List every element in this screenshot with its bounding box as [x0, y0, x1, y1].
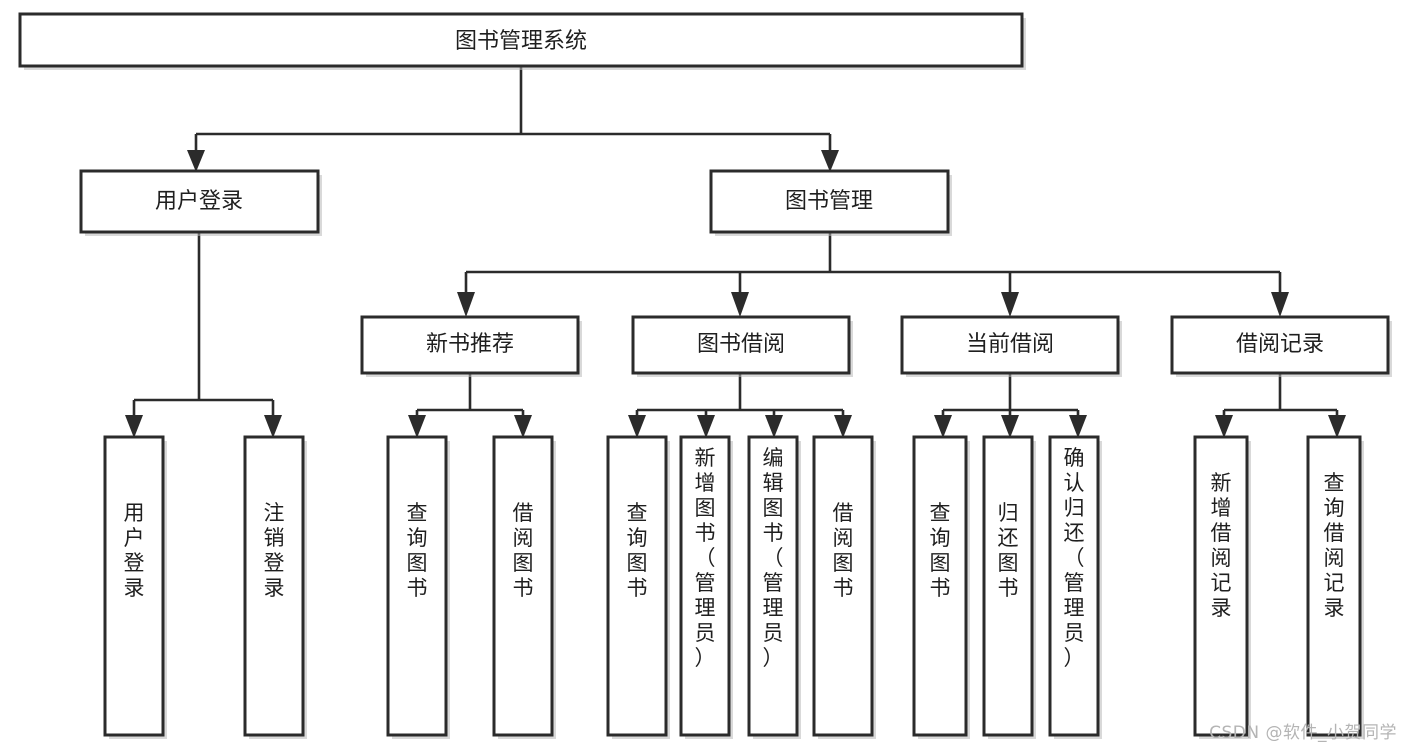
node-leaf-borrow-book-2[interactable]: 借阅图书 [812, 435, 876, 739]
node-leaf-logout-label: 注销登录 [264, 501, 285, 600]
node-new-book-recommend-label: 新书推荐 [426, 332, 514, 357]
node-leaf-user-login-label: 用户登录 [124, 501, 145, 600]
arrow-to-book-borrow [731, 292, 749, 317]
node-leaf-borrow-book-1-label: 借阅图书 [513, 501, 534, 600]
node-leaf-user-login-box[interactable] [103, 435, 165, 737]
edge-book-manage-to-level3 [457, 232, 1289, 317]
edge-current-borrow-to-leaves [934, 373, 1087, 438]
node-leaf-query-book-3-label: 查询图书 [930, 501, 951, 600]
arrow-to-current-borrow [1001, 292, 1019, 317]
arrow-to-leaf-borrow-book-2 [834, 415, 852, 438]
edge-user-login-to-leaves [125, 232, 282, 438]
edge-layer [125, 66, 1346, 438]
arrow-to-book-manage [821, 150, 839, 172]
node-root-label: 图书管理系统 [455, 29, 587, 54]
node-leaf-return-book-label: 归还图书 [998, 501, 1019, 600]
node-leaf-edit-book-box[interactable] [747, 435, 799, 737]
node-leaf-return-book[interactable]: 归还图书 [982, 435, 1036, 739]
arrow-to-user-login [187, 150, 205, 172]
node-leaf-add-book-box[interactable] [679, 435, 731, 737]
node-book-borrow-box[interactable] [631, 315, 851, 375]
node-root-box[interactable] [18, 12, 1024, 68]
node-leaf-query-record-box[interactable] [1306, 435, 1362, 737]
node-leaf-add-book[interactable]: 新增图书（管理员） [679, 435, 733, 739]
edge-book-borrow-to-leaves [628, 373, 852, 438]
node-book-borrow[interactable]: 图书借阅 [631, 315, 853, 377]
arrow-to-leaf-add-record [1215, 415, 1233, 438]
node-leaf-query-book-1-box[interactable] [386, 435, 448, 737]
node-leaf-query-book-2-box[interactable] [606, 435, 668, 737]
node-current-borrow-label: 当前借阅 [966, 332, 1054, 357]
arrow-to-borrow-record [1271, 292, 1289, 317]
node-leaf-borrow-book-1[interactable]: 借阅图书 [492, 435, 556, 739]
node-borrow-record-box[interactable] [1170, 315, 1390, 375]
node-leaf-confirm-return-box[interactable] [1048, 435, 1100, 737]
node-leaf-query-record[interactable]: 查询借阅记录 [1306, 435, 1364, 739]
node-leaf-logout-box[interactable] [243, 435, 305, 737]
node-leaf-logout[interactable]: 注销登录 [243, 435, 307, 739]
node-current-borrow[interactable]: 当前借阅 [900, 315, 1122, 377]
arrow-to-leaf-edit-book [765, 415, 783, 438]
node-leaf-add-record-box[interactable] [1193, 435, 1249, 737]
node-book-manage-box[interactable] [709, 169, 950, 234]
node-leaf-add-book-label: 新增图书（管理员） [695, 446, 716, 670]
node-leaf-query-record-label: 查询借阅记录 [1324, 471, 1345, 620]
node-leaf-add-record[interactable]: 新增借阅记录 [1193, 435, 1251, 739]
node-book-manage-label: 图书管理 [785, 189, 873, 214]
node-leaf-return-book-box[interactable] [982, 435, 1034, 737]
arrow-to-leaf-return-book [1001, 415, 1019, 438]
arrow-to-leaf-add-book [697, 415, 715, 438]
node-borrow-record[interactable]: 借阅记录 [1170, 315, 1392, 377]
arrow-to-leaf-logout [264, 415, 282, 438]
arrow-to-leaf-query-book-3 [934, 415, 952, 438]
node-book-borrow-label: 图书借阅 [697, 332, 785, 357]
arrow-to-leaf-borrow-book-1 [514, 415, 532, 438]
node-leaf-borrow-book-2-box[interactable] [812, 435, 874, 737]
node-user-login-label: 用户登录 [155, 189, 243, 214]
arrow-to-leaf-user-login [125, 415, 143, 438]
node-borrow-record-label: 借阅记录 [1236, 332, 1324, 357]
node-leaf-confirm-return[interactable]: 确认归还（管理员） [1048, 435, 1102, 739]
node-leaf-edit-book-label: 编辑图书（管理员） [763, 446, 784, 670]
node-leaf-query-book-3-box[interactable] [912, 435, 968, 737]
node-leaf-borrow-book-1-box[interactable] [492, 435, 554, 737]
arrow-to-new-book-recommend [457, 292, 475, 317]
node-new-book-recommend-box[interactable] [360, 315, 580, 375]
edge-root-to-level2 [187, 66, 839, 172]
arrow-to-leaf-confirm-return [1069, 415, 1087, 438]
node-leaf-query-book-2[interactable]: 查询图书 [606, 435, 670, 739]
edge-borrow-record-to-leaves [1215, 373, 1346, 438]
node-leaf-confirm-return-label: 确认归还（管理员） [1064, 446, 1085, 670]
arrow-to-leaf-query-record [1328, 415, 1346, 438]
node-leaf-borrow-book-2-label: 借阅图书 [833, 501, 854, 600]
node-leaf-query-book-1-label: 查询图书 [407, 501, 428, 600]
node-user-login-box[interactable] [79, 169, 320, 234]
node-leaf-query-book-3[interactable]: 查询图书 [912, 435, 970, 739]
csdn-watermark: CSDN @软件_小贺同学 [1209, 723, 1397, 743]
node-root[interactable]: 图书管理系统 [18, 12, 1026, 70]
node-new-book-recommend[interactable]: 新书推荐 [360, 315, 582, 377]
node-leaf-add-record-label: 新增借阅记录 [1211, 471, 1232, 620]
node-leaf-user-login[interactable]: 用户登录 [103, 435, 167, 739]
edge-new-book-recommend-to-leaves [408, 373, 532, 438]
node-leaf-query-book-1[interactable]: 查询图书 [386, 435, 450, 739]
node-current-borrow-box[interactable] [900, 315, 1120, 375]
node-leaf-edit-book[interactable]: 编辑图书（管理员） [747, 435, 801, 739]
node-user-login[interactable]: 用户登录 [79, 169, 322, 236]
node-leaf-query-book-2-label: 查询图书 [627, 501, 648, 600]
node-book-manage[interactable]: 图书管理 [709, 169, 952, 236]
arrow-to-leaf-query-book-1 [408, 415, 426, 438]
arrow-to-leaf-query-book-2 [628, 415, 646, 438]
